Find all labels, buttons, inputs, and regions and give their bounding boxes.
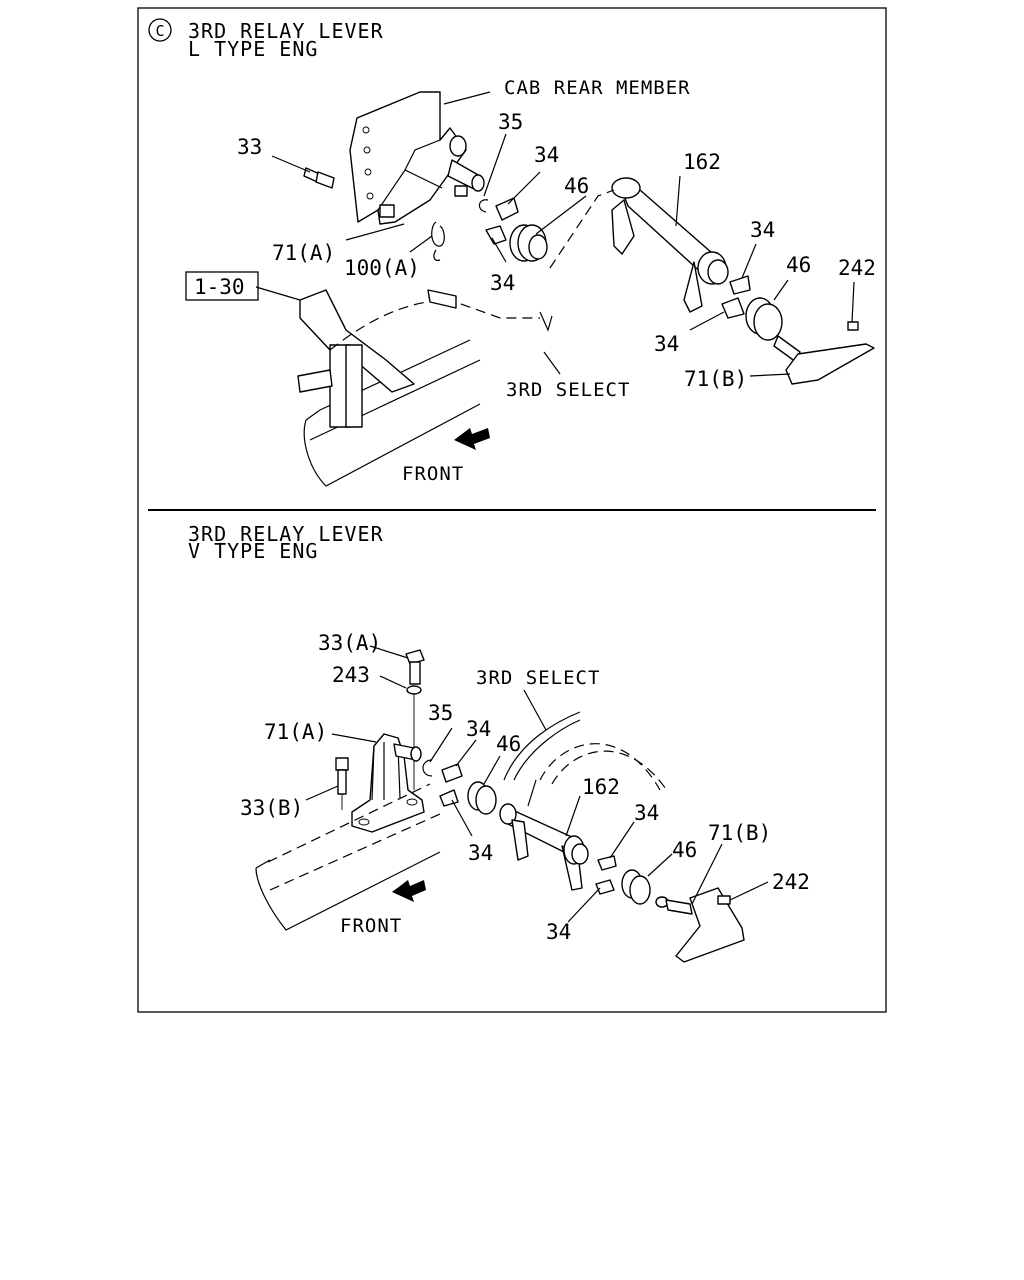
lever-162-drawing xyxy=(611,177,729,313)
label-34-b-bottom: 34 xyxy=(634,801,659,825)
bottom-bush-34-lower xyxy=(439,789,459,807)
top-front-arrow xyxy=(454,428,490,450)
label-35-bottom: 35 xyxy=(428,701,453,725)
label-35: 35 xyxy=(498,110,523,134)
label-34-a: 34 xyxy=(534,143,559,167)
bolt-33b-drawing xyxy=(335,757,349,810)
top-frame-rail-drawing xyxy=(297,289,553,487)
bolt-33a-drawing xyxy=(405,649,425,790)
top-panel: C 3RD RELAY LEVER L TYPE ENG xyxy=(148,18,876,487)
bottom-select-arcs xyxy=(503,711,669,793)
label-243: 243 xyxy=(332,663,370,687)
bottom-bush-34-right-upper xyxy=(597,855,617,871)
label-46-a-bottom: 46 xyxy=(496,732,521,756)
label-34-c-bottom: 34 xyxy=(468,841,493,865)
label-front: FRONT xyxy=(402,463,464,485)
label-cab-rear-member: CAB REAR MEMBER xyxy=(504,77,691,99)
label-3rd-select: 3RD SELECT xyxy=(506,379,630,401)
label-242: 242 xyxy=(838,256,876,280)
label-34-d-bottom: 34 xyxy=(546,920,571,944)
bottom-bush-34-upper xyxy=(441,763,463,783)
ref-box-frame xyxy=(185,271,259,301)
label-33b: 33(B) xyxy=(240,796,303,820)
bottom-lever-162-drawing xyxy=(499,803,589,891)
bottom-bush-46-right-drawing xyxy=(621,869,651,905)
top-leader-lines xyxy=(255,91,855,377)
circled-symbol-letter: C xyxy=(155,22,164,40)
clip-100a-drawing xyxy=(431,221,445,261)
label-33a: 33(A) xyxy=(318,631,381,655)
label-71a-bottom: 71(A) xyxy=(264,720,327,744)
bush-half-34-right-lower xyxy=(721,297,745,319)
label-71a: 71(A) xyxy=(272,241,335,265)
bottom-bush-46-drawing xyxy=(467,781,497,815)
bottom-panel: 3RD RELAY LEVER V TYPE ENG xyxy=(188,522,810,963)
circled-symbol xyxy=(148,18,172,42)
diagram-frame xyxy=(137,7,887,1013)
bracket-71a-drawing xyxy=(351,733,425,833)
bush-half-34-upper xyxy=(495,197,519,221)
top-title-line2: L TYPE ENG xyxy=(188,37,318,61)
label-34-c: 34 xyxy=(750,218,775,242)
label-242-bottom: 242 xyxy=(772,870,810,894)
label-162-bottom: 162 xyxy=(582,775,620,799)
label-33: 33 xyxy=(237,135,262,159)
bottom-bracket-71b-drawing xyxy=(655,887,745,963)
label-162: 162 xyxy=(683,150,721,174)
bottom-frame-rail-drawing xyxy=(255,783,441,931)
label-34-b: 34 xyxy=(490,271,515,295)
top-header: C 3RD RELAY LEVER L TYPE ENG xyxy=(148,18,384,61)
label-3rd-select-bottom: 3RD SELECT xyxy=(476,667,600,689)
cab-rear-member-drawing xyxy=(349,91,485,225)
bottom-leader-lines xyxy=(305,645,769,923)
bush-46-drawing xyxy=(509,224,548,262)
bottom-title-line2: V TYPE ENG xyxy=(188,539,318,563)
label-46-b-bottom: 46 xyxy=(672,838,697,862)
label-front-bottom: FRONT xyxy=(340,915,402,937)
top-title-line1: 3RD RELAY LEVER xyxy=(188,19,384,43)
bush-half-34-right-upper xyxy=(729,275,751,295)
label-46-a: 46 xyxy=(564,174,589,198)
bush-46-right-drawing xyxy=(745,297,783,341)
label-46-b: 46 xyxy=(786,253,811,277)
label-34-a-bottom: 34 xyxy=(466,717,491,741)
bracket-71b-drawing xyxy=(773,321,875,385)
label-71b: 71(B) xyxy=(684,367,747,391)
bottom-title-line1: 3RD RELAY LEVER xyxy=(188,522,384,546)
bottom-circlip-35 xyxy=(422,759,433,777)
label-100a: 100(A) xyxy=(344,256,420,280)
label-71b-bottom: 71(B) xyxy=(708,821,771,845)
bush-half-34-lower xyxy=(485,225,507,245)
circlip-35-drawing xyxy=(478,199,489,213)
bottom-front-arrow xyxy=(392,880,426,902)
bottom-bush-34-right-lower xyxy=(595,879,615,895)
ref-box-label: 1-30 xyxy=(194,275,245,299)
label-34-d: 34 xyxy=(654,332,679,356)
